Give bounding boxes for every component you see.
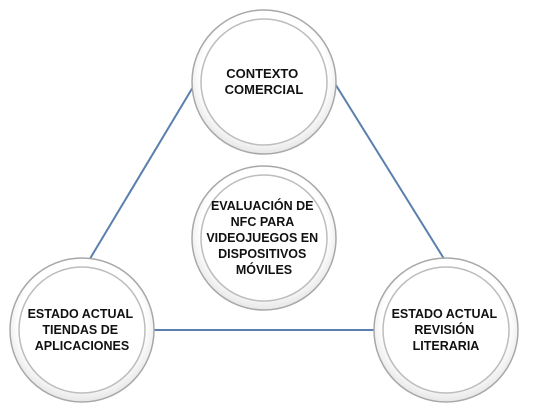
label-line: COMERCIAL [225,82,304,97]
connector-top-left [87,81,197,263]
node-inner-ring [382,266,510,394]
node-contexto-comercial: CONTEXTO COMERCIAL [191,9,337,155]
label-line: MÓVILES [236,262,292,277]
node-inner-ring [200,174,328,302]
label-line: ESTADO ACTUAL [28,307,134,321]
label-line: DISPOSITIVOS [218,247,306,261]
node-inner-ring [18,266,146,394]
node-label-right: ESTADO ACTUAL REVISIÓN LITERARIA [392,307,501,353]
connector-top-right [333,81,447,263]
node-label-center: EVALUACIÓN DE NFC PARA VIDEOJUEGOS EN DI… [206,198,321,277]
label-line: NFC PARA [231,215,295,229]
node-tiendas-aplicaciones: ESTADO ACTUAL TIENDAS DE APLICACIONES [9,257,155,403]
node-inner-ring [200,18,328,146]
label-line: CONTEXTO [226,66,298,81]
label-line: ESTADO ACTUAL [392,307,498,321]
label-line: APLICACIONES [35,339,129,353]
label-line: LITERARIA [413,339,480,353]
label-line: TIENDAS DE [42,323,118,337]
node-label-top: CONTEXTO COMERCIAL [225,66,304,97]
label-line: EVALUACIÓN DE [211,198,314,213]
label-line: REVISIÓN [414,322,474,337]
node-revision-literaria: ESTADO ACTUAL REVISIÓN LITERARIA [373,257,519,403]
node-evaluacion-nfc: EVALUACIÓN DE NFC PARA VIDEOJUEGOS EN DI… [191,165,337,311]
label-line: VIDEOJUEGOS EN [206,231,318,245]
node-label-left: ESTADO ACTUAL TIENDAS DE APLICACIONES [28,307,137,353]
connector-group [87,81,447,331]
